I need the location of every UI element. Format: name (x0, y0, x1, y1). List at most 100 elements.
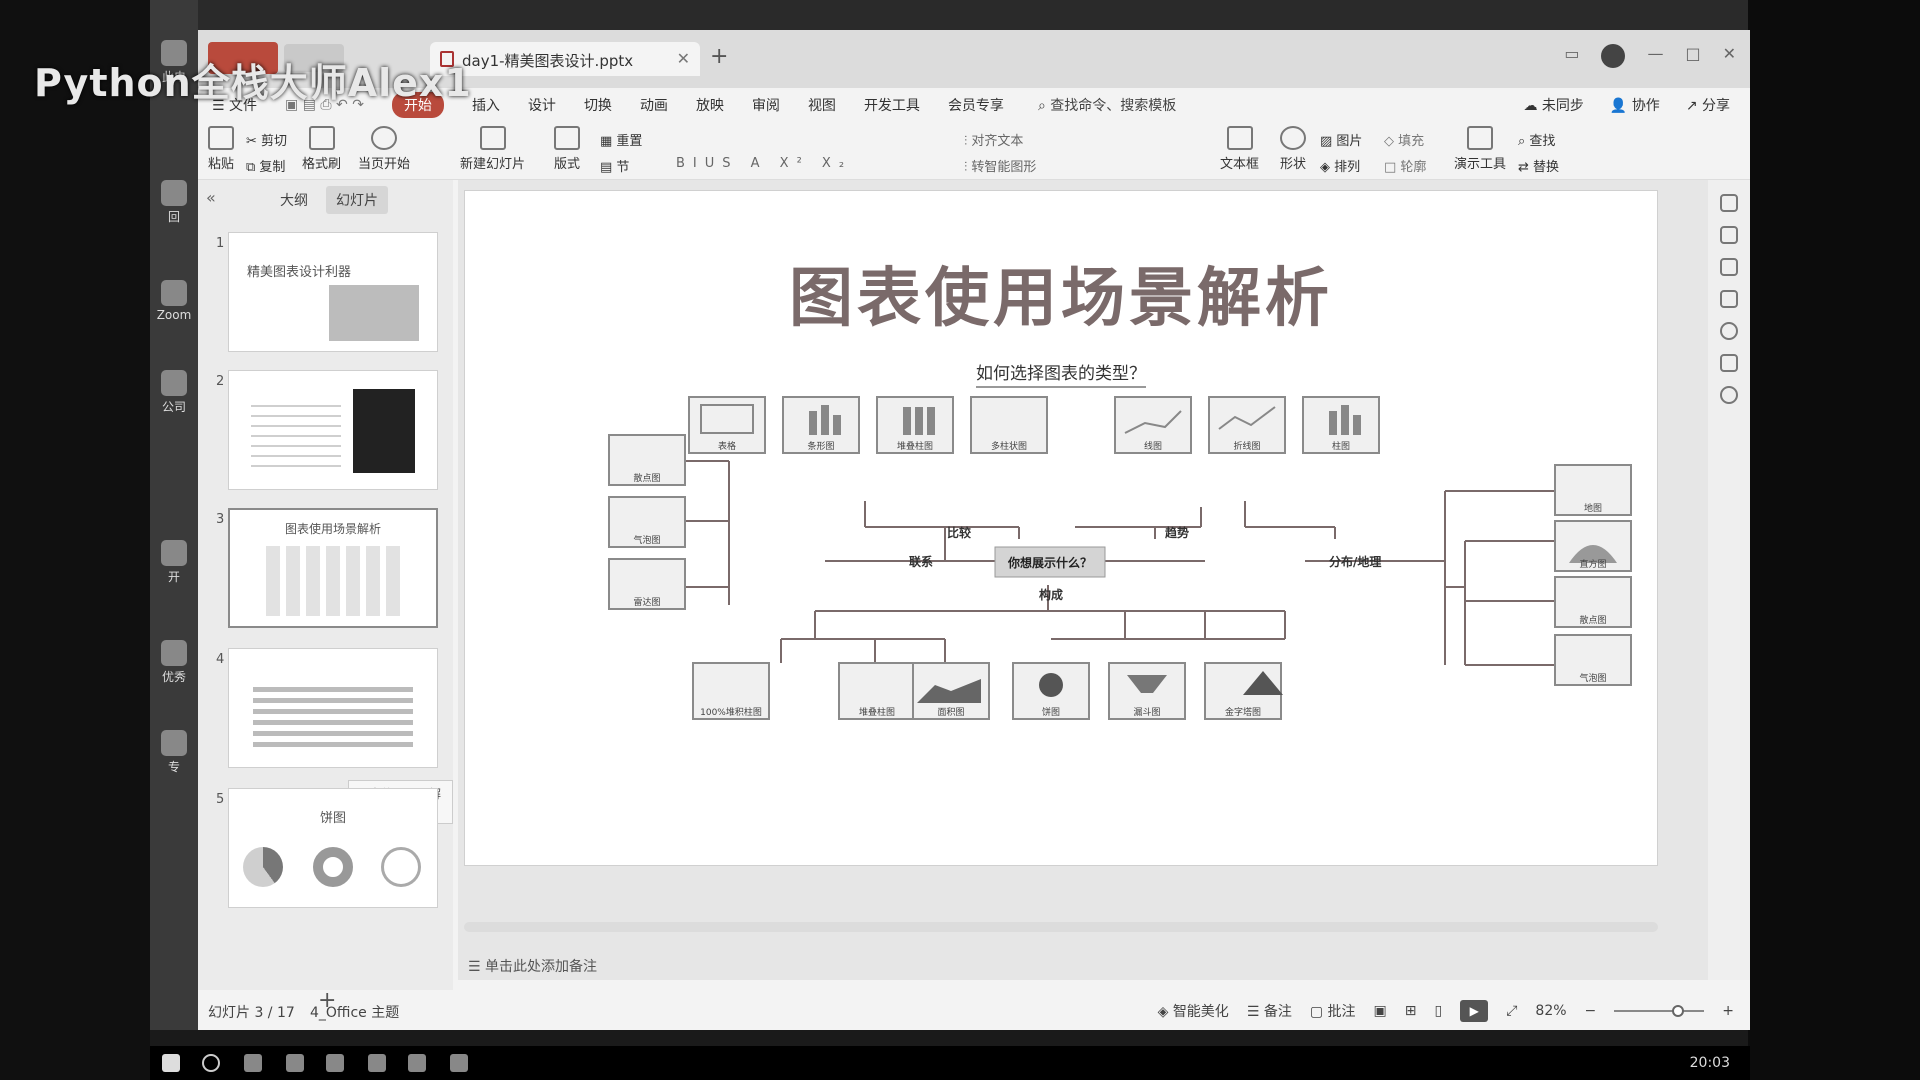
zoom-slider[interactable] (1614, 1005, 1705, 1017)
style-icon[interactable] (1720, 194, 1738, 212)
animation-icon[interactable] (1720, 258, 1738, 276)
slide-thumbnail-2[interactable] (228, 370, 438, 490)
menu-tab-design[interactable]: 设计 (527, 98, 556, 114)
help-icon[interactable] (1720, 322, 1738, 340)
transition-icon[interactable] (1720, 290, 1738, 308)
taskbar-app-4-icon[interactable] (368, 1054, 386, 1072)
paste-button[interactable]: 粘贴 (208, 126, 234, 172)
chart-selection-diagram: 比较 趋势 联系 分布/地理 构成 你想展示什么？ (608, 396, 1632, 720)
add-slide-button[interactable]: + (318, 988, 337, 1013)
shape-button[interactable]: 形状 (1280, 126, 1306, 172)
properties-icon[interactable] (1720, 226, 1738, 244)
slide-thumbnail-4[interactable] (228, 648, 438, 768)
file-menu[interactable]: ☰ 文件 (212, 98, 258, 114)
menu-tab-transition[interactable]: 切换 (583, 98, 612, 114)
slideshow-play-button[interactable]: ▶ (1460, 1000, 1489, 1022)
slide-thumbnail-3[interactable]: 图表使用场景解析 (228, 508, 438, 628)
cut-button[interactable]: ✂ 剪切 (246, 134, 288, 149)
align-text-button[interactable]: ⫶ 对齐文本 (964, 134, 1024, 149)
play-from-current-button[interactable]: 当页开始 (358, 126, 410, 172)
grid-view-icon[interactable]: ⊞ (1404, 1003, 1417, 1019)
card-label-polyline: 折线图 (1233, 440, 1260, 452)
format-painter-button[interactable]: 格式刷 (302, 126, 341, 172)
fill-button[interactable]: ◇ 填充 (1384, 134, 1425, 149)
backup-icon[interactable] (1720, 354, 1738, 372)
menu-tab-view[interactable]: 视图 (807, 98, 836, 114)
new-slide-button[interactable]: 新建幻灯片 (460, 126, 525, 172)
menu-tab-insert[interactable]: 插入 (471, 98, 500, 114)
desktop-background-left (0, 0, 150, 1080)
menu-tab-member[interactable]: 会员专享 (947, 98, 1004, 114)
notes-toggle-button[interactable]: ☰ 备注 (1246, 1004, 1292, 1020)
quick-access-icons[interactable]: ▣ ▤ ⎙ ↶ ↷ (285, 97, 364, 113)
slide-thumbnail-5[interactable]: 饼图 (228, 788, 438, 908)
font-style-buttons[interactable]: BIUS A X² X₂ (676, 156, 853, 171)
close-tab-icon[interactable]: ✕ (676, 49, 690, 68)
layout-toggle-button[interactable]: ▭ (1564, 44, 1580, 63)
taskbar-search-icon[interactable] (202, 1054, 220, 1072)
horizontal-scrollbar[interactable] (464, 922, 1658, 932)
collaborate-button[interactable]: 👤 协作 (1609, 98, 1660, 114)
zoom-level[interactable]: 82% (1535, 1003, 1567, 1019)
taskbar-app-6-icon[interactable] (450, 1054, 468, 1072)
section-button[interactable]: ▤ 节 (600, 160, 630, 175)
zoom-slider-knob[interactable] (1672, 1005, 1685, 1017)
slide-title[interactable]: 图表使用场景解析 (789, 262, 1333, 336)
outline-button[interactable]: □ 轮廓 (1384, 160, 1427, 175)
find-button[interactable]: ⌕ 查找 (1518, 134, 1556, 149)
menu-tab-slideshow[interactable]: 放映 (695, 98, 724, 114)
taskbar-app-3-icon[interactable] (326, 1054, 344, 1072)
desktop-icon-open[interactable]: 开 (156, 540, 192, 585)
comments-button[interactable]: ▢ 批注 (1309, 1004, 1356, 1020)
notes-field[interactable]: ☰ 单击此处添加备注 (468, 959, 598, 975)
picture-button[interactable]: ▨ 图片 (1320, 134, 1363, 149)
replace-button[interactable]: ⇄ 替换 (1518, 160, 1560, 175)
reset-button[interactable]: ▦ 重置 (600, 134, 643, 149)
fit-zoom-icon[interactable]: ⤢ (1506, 1003, 1518, 1019)
taskbar-app-1-icon[interactable] (244, 1054, 262, 1072)
taskbar-app-5-icon[interactable] (408, 1054, 426, 1072)
arrange-button[interactable]: ◈ 排列 (1320, 160, 1361, 175)
copy-button[interactable]: ⧉ 复制 (246, 160, 286, 175)
sync-status-button[interactable]: ☁ 未同步 (1523, 98, 1584, 114)
menu-tab-review[interactable]: 审阅 (751, 98, 780, 114)
maximize-button[interactable]: □ (1685, 44, 1701, 63)
reading-view-icon[interactable]: ▯ (1434, 1003, 1443, 1019)
smart-beautify-button[interactable]: ◈ 智能美化 (1157, 1004, 1229, 1020)
desktop-icon-company[interactable]: 公司 (156, 370, 192, 415)
close-window-button[interactable]: ✕ (1722, 44, 1736, 63)
present-tools-button[interactable]: 演示工具 (1454, 126, 1506, 172)
desktop-icon-excellent[interactable]: 优秀 (156, 640, 192, 685)
menu-tab-developer[interactable]: 开发工具 (863, 98, 920, 114)
user-avatar[interactable] (1601, 44, 1626, 68)
share-button[interactable]: ↗ 分享 (1685, 98, 1730, 114)
slide-subtitle[interactable]: 如何选择图表的类型？ (465, 359, 1657, 388)
desktop-icon-special[interactable]: 专 (156, 730, 192, 775)
new-tab-button[interactable]: + (710, 44, 729, 69)
taskbar-wps-icon[interactable] (286, 1054, 304, 1072)
zoom-out-button[interactable]: − (1584, 1003, 1597, 1019)
home-tab-button[interactable] (208, 42, 278, 74)
menu-tab-start[interactable]: 开始 (391, 92, 444, 118)
desktop-icon-zoom[interactable]: Zoom (156, 280, 192, 322)
desktop-icon-computer[interactable]: 此电 (156, 40, 192, 85)
convert-smartart-button[interactable]: ⫶ 转智能图形 (964, 160, 1037, 175)
tab-slides[interactable]: 幻灯片 (326, 186, 388, 214)
layout-button[interactable]: 版式 (554, 126, 580, 172)
windows-start-icon[interactable] (162, 1054, 180, 1072)
normal-view-icon[interactable]: ▣ (1373, 1003, 1387, 1019)
collapse-panel-icon[interactable]: « (206, 188, 216, 207)
templates-tab-button[interactable] (284, 44, 344, 72)
slide-thumbnail-1[interactable]: 精美图表设计利器 (228, 232, 438, 352)
document-tab[interactable]: day1-精美图表设计.pptx ✕ (430, 42, 700, 76)
current-slide[interactable]: 图表使用场景解析 如何选择图表的类型？ (464, 190, 1658, 866)
location-icon[interactable] (1720, 386, 1738, 404)
tab-outline[interactable]: 大纲 (280, 193, 308, 209)
desktop-icon-recycle[interactable]: 回 (156, 180, 192, 225)
text-box-button[interactable]: 文本框 (1220, 126, 1259, 172)
command-search[interactable]: ⌕ 查找命令、搜索模板 (1037, 98, 1177, 114)
zoom-in-button[interactable]: + (1722, 1003, 1734, 1019)
menu-tab-animation[interactable]: 动画 (639, 98, 668, 114)
theme-name[interactable]: 4_Office 主题 (310, 1005, 400, 1021)
minimize-button[interactable]: — (1647, 44, 1664, 63)
